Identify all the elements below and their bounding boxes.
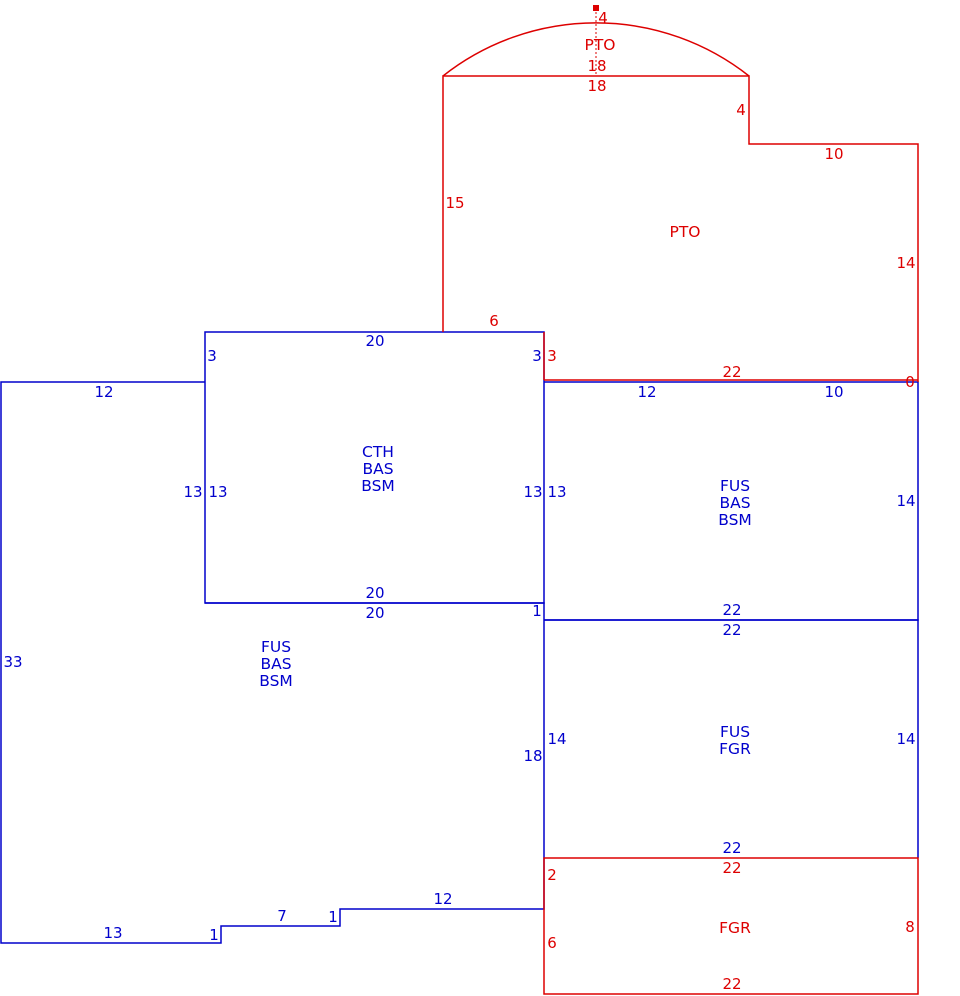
dimension-label: 7 (277, 907, 287, 925)
dimension-label: 15 (445, 194, 464, 212)
dimension-label: 18 (587, 57, 606, 75)
dimension-label: 2 (547, 866, 557, 884)
dimension-label: 1 (328, 908, 338, 926)
dimension-label: 6 (489, 312, 499, 330)
dimension-label: 22 (722, 363, 741, 381)
dimension-label: 22 (722, 601, 741, 619)
dimension-label: 14 (547, 730, 566, 748)
dimension-label: 22 (722, 621, 741, 639)
dimension-label: 12 (637, 383, 656, 401)
area-label: FGR (719, 740, 751, 758)
dimension-label: 3 (547, 347, 557, 365)
dimension-label: 14 (896, 254, 915, 272)
dimension-label: 14 (896, 492, 915, 510)
area-label: BSM (718, 511, 752, 529)
exterior-outlines (442, 5, 919, 995)
area-label: PTO (669, 223, 700, 241)
dimension-label: 13 (523, 483, 542, 501)
area-label: FUS (261, 638, 291, 656)
pto-main-outline (442, 75, 919, 382)
area-label: BAS (719, 494, 750, 512)
dimension-label: 6 (547, 934, 557, 952)
dimension-label: 18 (523, 747, 542, 765)
dimension-label: 3 (532, 347, 542, 365)
area-label: BSM (361, 477, 395, 495)
dimension-label: 22 (722, 975, 741, 993)
dimension-label: 4 (598, 9, 608, 27)
area-label: FGR (719, 919, 751, 937)
dimension-label: 4 (736, 101, 746, 119)
dimension-label: 3 (207, 347, 217, 365)
living-dimension-labels: 20 3 3 12 12 10 13 13 13 13 14 20 20 1 2… (3, 332, 915, 944)
area-label: BAS (362, 460, 393, 478)
right-middle-outline (544, 619, 919, 858)
area-label: FUS (720, 723, 750, 741)
dimension-label: 22 (722, 859, 741, 877)
dimension-label: 20 (365, 332, 384, 350)
dimension-label: 20 (365, 604, 384, 622)
dimension-label: 22 (722, 839, 741, 857)
dimension-label: 18 (587, 77, 606, 95)
living-area-outlines (0, 331, 919, 944)
area-label: BAS (260, 655, 291, 673)
area-label: CTH (362, 443, 394, 461)
dimension-label: 20 (365, 584, 384, 602)
dimension-label: 10 (824, 383, 843, 401)
area-label: FUS (720, 477, 750, 495)
pto-arc-apex-marker (593, 5, 599, 11)
dimension-label: 13 (547, 483, 566, 501)
center-block-outline (204, 331, 545, 604)
area-label: BSM (259, 672, 293, 690)
dimension-label: 10 (824, 145, 843, 163)
pto-arc-outline (442, 22, 750, 77)
dimension-label: 14 (896, 730, 915, 748)
exterior-dimension-labels: 4 18 18 4 10 15 14 6 22 0 3 22 2 6 8 22 (445, 9, 915, 993)
area-label: PTO (584, 36, 615, 54)
dimension-label: 13 (103, 924, 122, 942)
area-labels: PTO PTO CTH BAS BSM FUS BAS BSM FUS BAS … (259, 36, 752, 937)
dimension-label: 1 (532, 602, 542, 620)
dimension-label: 13 (208, 483, 227, 501)
dimension-label: 12 (94, 383, 113, 401)
dimension-label: 12 (433, 890, 452, 908)
left-main-outline (0, 381, 545, 944)
dimension-label: 33 (3, 653, 22, 671)
dimension-label: 8 (905, 918, 915, 936)
dimension-label: 13 (183, 483, 202, 501)
dimension-label: 1 (209, 926, 219, 944)
fgr-outline (543, 857, 919, 995)
dimension-label: 0 (905, 373, 915, 391)
